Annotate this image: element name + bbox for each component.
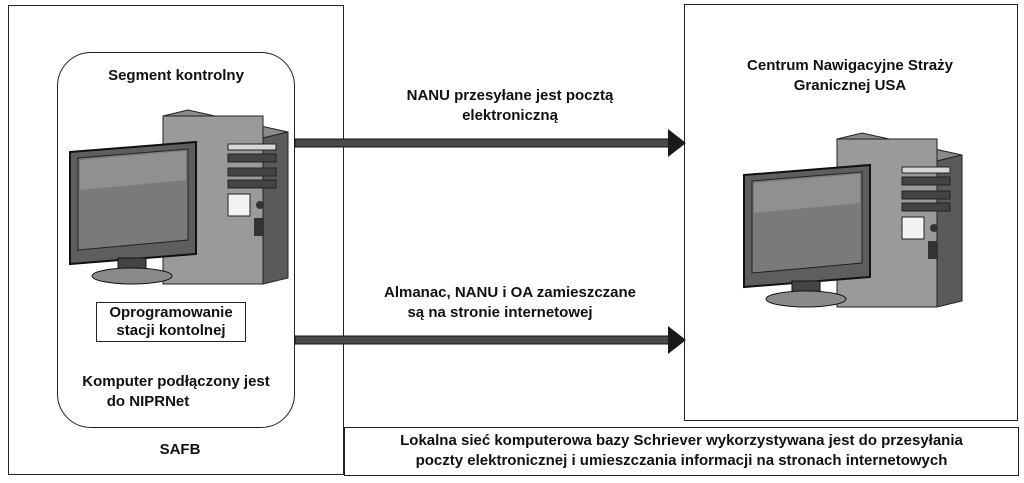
email-arrow-label-line1: NANU przesyłane jest pocztą — [406, 87, 614, 104]
email-arrow — [294, 129, 686, 157]
software-label-line1: Oprogramowanie — [109, 304, 233, 321]
control-segment-title: Segment kontrolny — [108, 67, 244, 84]
website-arrow-label-line2: są na stronie internetowej — [407, 304, 593, 321]
safb-box — [8, 5, 344, 475]
control-station-software-label: Oprogramowanie stacji kontolnej — [96, 302, 246, 342]
website-arrow — [294, 326, 686, 354]
control-segment-box — [57, 52, 295, 428]
navcen-title-line2: Granicznej USA — [793, 77, 907, 94]
control-station-computer-icon — [69, 109, 289, 285]
email-arrow-label-line2: elektroniczną — [462, 107, 558, 124]
website-arrow-label-line1: Almanac, NANU i OA zamieszczane — [383, 284, 637, 301]
lan-note-line2: poczty elektronicznej i umieszczania inf… — [415, 452, 948, 469]
software-label-line2: stacji kontolnej — [116, 322, 226, 339]
navcen-computer-icon — [743, 132, 963, 308]
lan-note-box — [344, 427, 1019, 476]
coast-guard-navcen-box — [684, 4, 1018, 421]
navcen-title-line1: Centrum Nawigacyjne Straży — [747, 57, 953, 74]
lan-note-line1: Lokalna sieć komputerowa bazy Schriever … — [400, 432, 963, 449]
safb-label: SAFB — [159, 441, 201, 458]
niprnet-note-line2: do NIPRNet — [106, 393, 190, 410]
niprnet-note-line1: Komputer podłączony jest — [82, 373, 270, 390]
